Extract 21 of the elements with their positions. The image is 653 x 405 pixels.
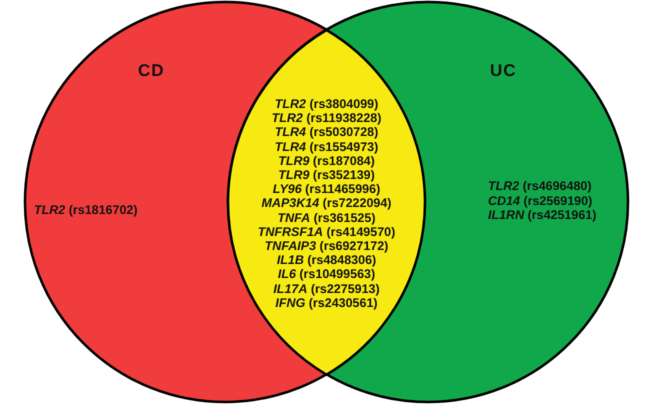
gene-label: TLR4 (rs5030728) xyxy=(274,125,378,140)
set-label: CD xyxy=(138,64,165,78)
set-label: UC xyxy=(490,64,517,78)
gene-label: TLR4 (rs1554973) xyxy=(274,140,378,154)
gene-label: TLR2 (rs4696480) xyxy=(488,179,592,194)
gene-label: TLR2 (rs1816702) xyxy=(34,203,138,218)
gene-label: TNFRSF1A (rs4149570) xyxy=(258,224,396,239)
gene-label: CD14 (rs2569190) xyxy=(488,194,592,208)
gene-label: IL17A (rs2275913) xyxy=(273,282,380,296)
gene-label: LY96 (rs11465996) xyxy=(272,182,380,196)
gene-label: TNFAIP3 (rs6927172) xyxy=(264,238,388,254)
gene-label: TLR2 (rs11938228) xyxy=(272,111,382,126)
gene-label: IFNG (rs2430561) xyxy=(275,296,378,310)
gene-label: IL6 (rs10499563) xyxy=(278,267,376,282)
gene-label: TNFA (rs361525) xyxy=(278,210,376,225)
gene-label: TLR2 (rs3804099) xyxy=(274,96,378,112)
gene-label: MAP3K14 (rs7222094) xyxy=(262,196,392,211)
gene-label: TLR9 (rs187084) xyxy=(278,154,375,168)
gene-label: IL1RN (rs4251961) xyxy=(488,208,596,222)
gene-label: IL1B (rs4848306) xyxy=(276,253,376,268)
gene-label: TLR9 (rs352139) xyxy=(278,168,375,182)
